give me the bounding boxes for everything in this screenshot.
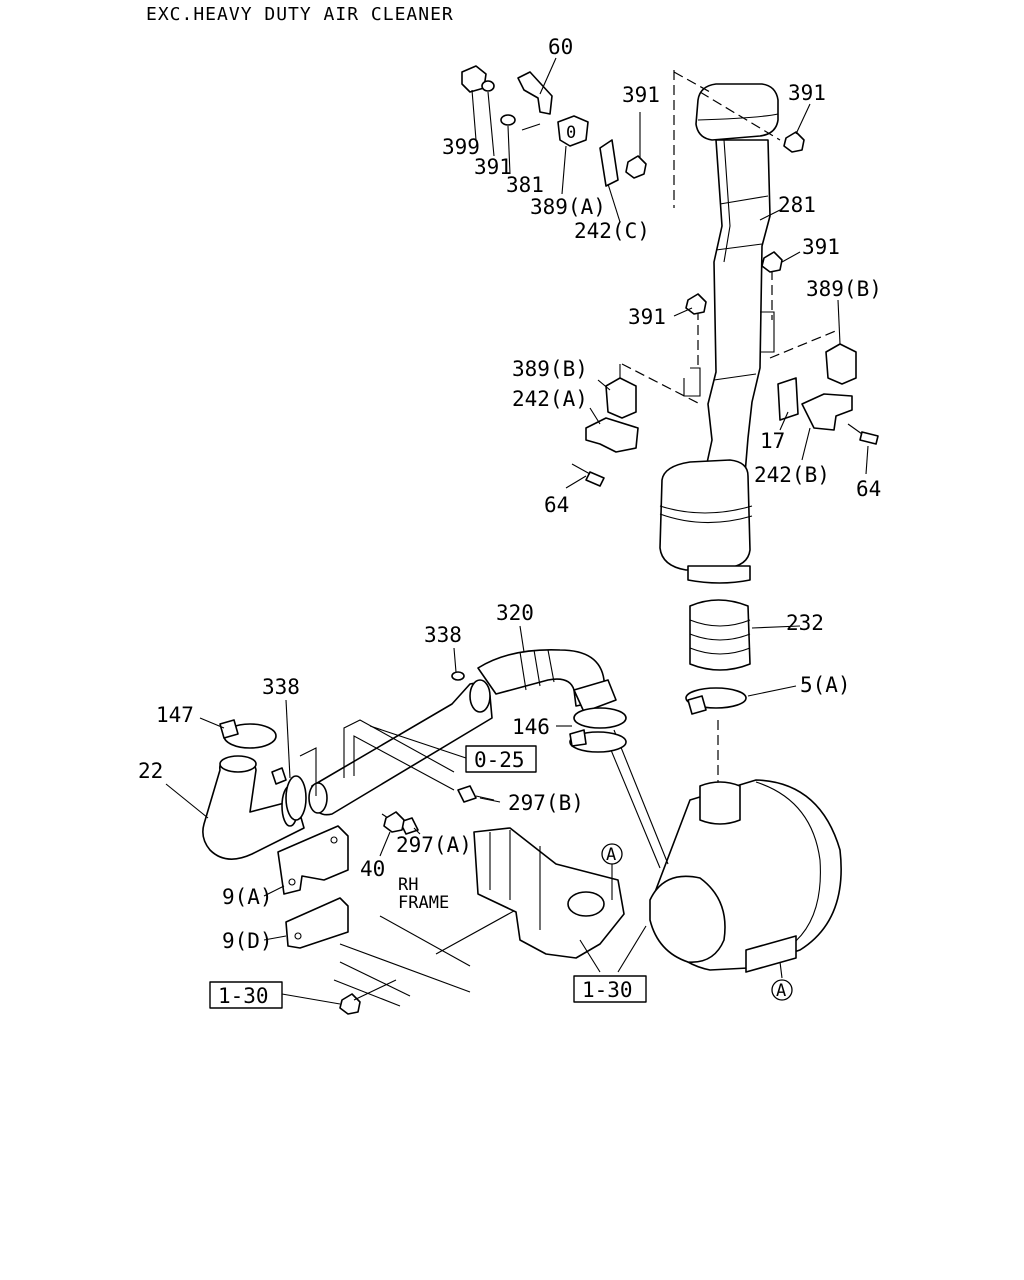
- circle-a-marker-top: A: [601, 843, 623, 865]
- label-320: 320: [496, 601, 534, 625]
- bracket-9a: [277, 825, 349, 895]
- nut-391-left-mid: [685, 293, 707, 315]
- label-297a: 297(A): [396, 833, 472, 857]
- clamp-146: [569, 729, 627, 753]
- label-22: 22: [138, 759, 163, 783]
- snorkel-duct-281: [659, 83, 779, 584]
- label-rh: RH: [398, 875, 418, 895]
- label-17: 17: [760, 429, 785, 453]
- label-338-top: 338: [424, 623, 462, 647]
- frame-bracket: [473, 827, 625, 959]
- label-147: 147: [156, 703, 194, 727]
- bracket-60: [517, 71, 553, 131]
- nut-391-right-mid: [761, 251, 783, 273]
- label-5a: 5(A): [800, 673, 851, 697]
- ref-box-0-25[interactable]: 0-25: [465, 745, 537, 773]
- label-242b: 242(B): [754, 463, 830, 487]
- nut-391-mid: [625, 155, 647, 179]
- svg-text:A: A: [606, 845, 616, 865]
- mount-389b-left: [605, 364, 637, 419]
- bracket-242b: [801, 393, 853, 431]
- svg-text:0: 0: [566, 123, 576, 143]
- diagram-title: EXC.HEAVY DUTY AIR CLEANER: [146, 4, 454, 25]
- washer-381: [500, 114, 516, 126]
- label-381: 381: [506, 173, 544, 197]
- label-389a: 389(A): [530, 195, 606, 219]
- hose-232: [689, 599, 751, 671]
- label-232: 232: [786, 611, 824, 635]
- bracket-242a: [585, 417, 639, 453]
- ref-box-1-30-right[interactable]: 1-30: [573, 975, 647, 1003]
- bolt-64-left: [571, 463, 605, 487]
- bracket-9d: [285, 897, 349, 949]
- label-391-b: 391: [788, 81, 826, 105]
- label-338-left: 338: [262, 675, 300, 699]
- clamp-338-left: [271, 767, 307, 821]
- bracket-17: [777, 377, 799, 421]
- svg-text:1-30: 1-30: [218, 984, 269, 1008]
- label-281: 281: [778, 193, 816, 217]
- label-242c: 242(C): [574, 219, 650, 243]
- nut-bottom: [339, 993, 361, 1015]
- label-389b-right: 389(B): [806, 277, 882, 301]
- rh-frame: [333, 879, 571, 1007]
- ref-box-1-30-left[interactable]: 1-30: [209, 981, 283, 1009]
- label-297b: 297(B): [508, 791, 584, 815]
- bolt-297b: [457, 785, 495, 803]
- svg-text:0-25: 0-25: [474, 748, 525, 772]
- tube-main: [308, 671, 493, 816]
- label-242a: 242(A): [512, 387, 588, 411]
- mount-389b-right: [825, 343, 857, 385]
- nut-40: [383, 811, 405, 833]
- circle-a-marker-bottom: A: [771, 979, 793, 1001]
- bracket-242c: [599, 139, 619, 187]
- nut-391-right-top: [783, 131, 805, 153]
- label-40: 40: [360, 857, 385, 881]
- label-9d: 9(D): [222, 929, 273, 953]
- svg-text:1-30: 1-30: [582, 978, 633, 1002]
- label-60: 60: [548, 35, 573, 59]
- mount-389a: 0: [557, 115, 589, 147]
- label-64-right: 64: [856, 477, 881, 501]
- air-cleaner-body: [649, 779, 842, 973]
- svg-text:A: A: [776, 981, 786, 1001]
- label-146: 146: [512, 715, 550, 739]
- washer-391-top: [481, 80, 495, 92]
- label-9a: 9(A): [222, 885, 273, 909]
- label-389b-left: 389(B): [512, 357, 588, 381]
- label-399: 399: [442, 135, 480, 159]
- leader-lines: [165, 57, 869, 1005]
- label-391-e: 391: [628, 305, 666, 329]
- bolt-64-right: [847, 423, 879, 445]
- part-labels: 60 391 391 399 391 381 389(A) 242(C) 281…: [138, 35, 882, 953]
- label-64-left: 64: [544, 493, 569, 517]
- label-391-c: 391: [474, 155, 512, 179]
- clamp-147: [219, 719, 277, 749]
- label-frame: FRAME: [398, 893, 449, 913]
- pipe-320: [477, 649, 627, 729]
- label-391-d: 391: [802, 235, 840, 259]
- label-391-a: 391: [622, 83, 660, 107]
- clamp-5a: [685, 687, 747, 715]
- tube-bracket: [299, 719, 455, 796]
